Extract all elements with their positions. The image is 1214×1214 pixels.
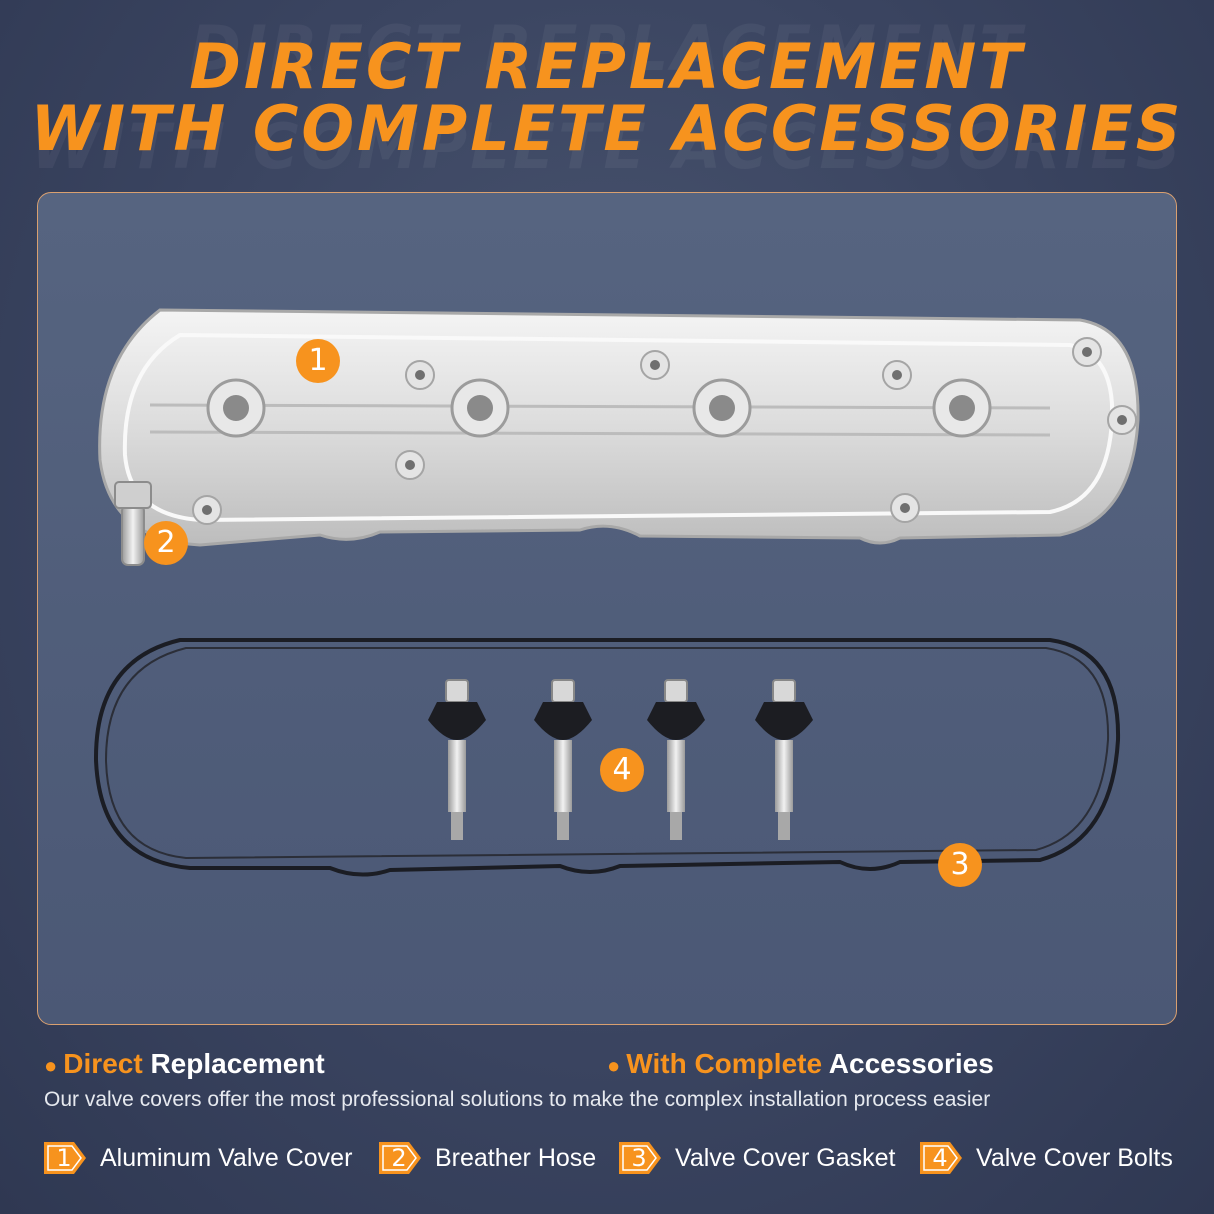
tag-arrow-icon: 3	[619, 1142, 663, 1174]
valve-cover	[98, 308, 1140, 547]
legend-item-2: 2 Breather Hose	[379, 1140, 596, 1176]
tag-arrow-icon: 4	[920, 1142, 964, 1174]
legend-item-3: 3 Valve Cover Gasket	[619, 1140, 895, 1176]
valve-cover-gasket	[93, 638, 1121, 877]
legend-item-4: 4 Valve Cover Bolts	[920, 1140, 1173, 1176]
description: Our valve covers offer the most professi…	[44, 1088, 991, 1111]
tag-arrow-icon: 1	[44, 1142, 88, 1174]
headline-shadow-2: WITH COMPLETE ACCESSORIES	[30, 110, 1184, 183]
callout-1: 1	[296, 339, 340, 383]
legend-item-1: 1 Aluminum Valve Cover	[44, 1140, 352, 1176]
bullet-icon: ●	[44, 1052, 58, 1078]
bullet-icon: ●	[607, 1052, 621, 1078]
tag-arrow-icon: 2	[379, 1142, 423, 1174]
headline-line-1: DIRECT REPLACEMENT	[189, 30, 1025, 103]
callout-4: 4	[600, 748, 644, 792]
callout-2: 2	[144, 521, 188, 565]
callout-3: 3	[938, 843, 982, 887]
feature-complete-accessories: ●With Complete Accessories	[607, 1048, 994, 1079]
headline-line-2: WITH COMPLETE ACCESSORIES	[30, 92, 1184, 165]
valve-cover-bolts	[428, 679, 813, 840]
feature-direct-replacement: ●Direct Replacement	[44, 1048, 325, 1079]
headline-shadow-1: DIRECT REPLACEMENT	[189, 12, 1025, 85]
breather-hose	[114, 481, 152, 566]
